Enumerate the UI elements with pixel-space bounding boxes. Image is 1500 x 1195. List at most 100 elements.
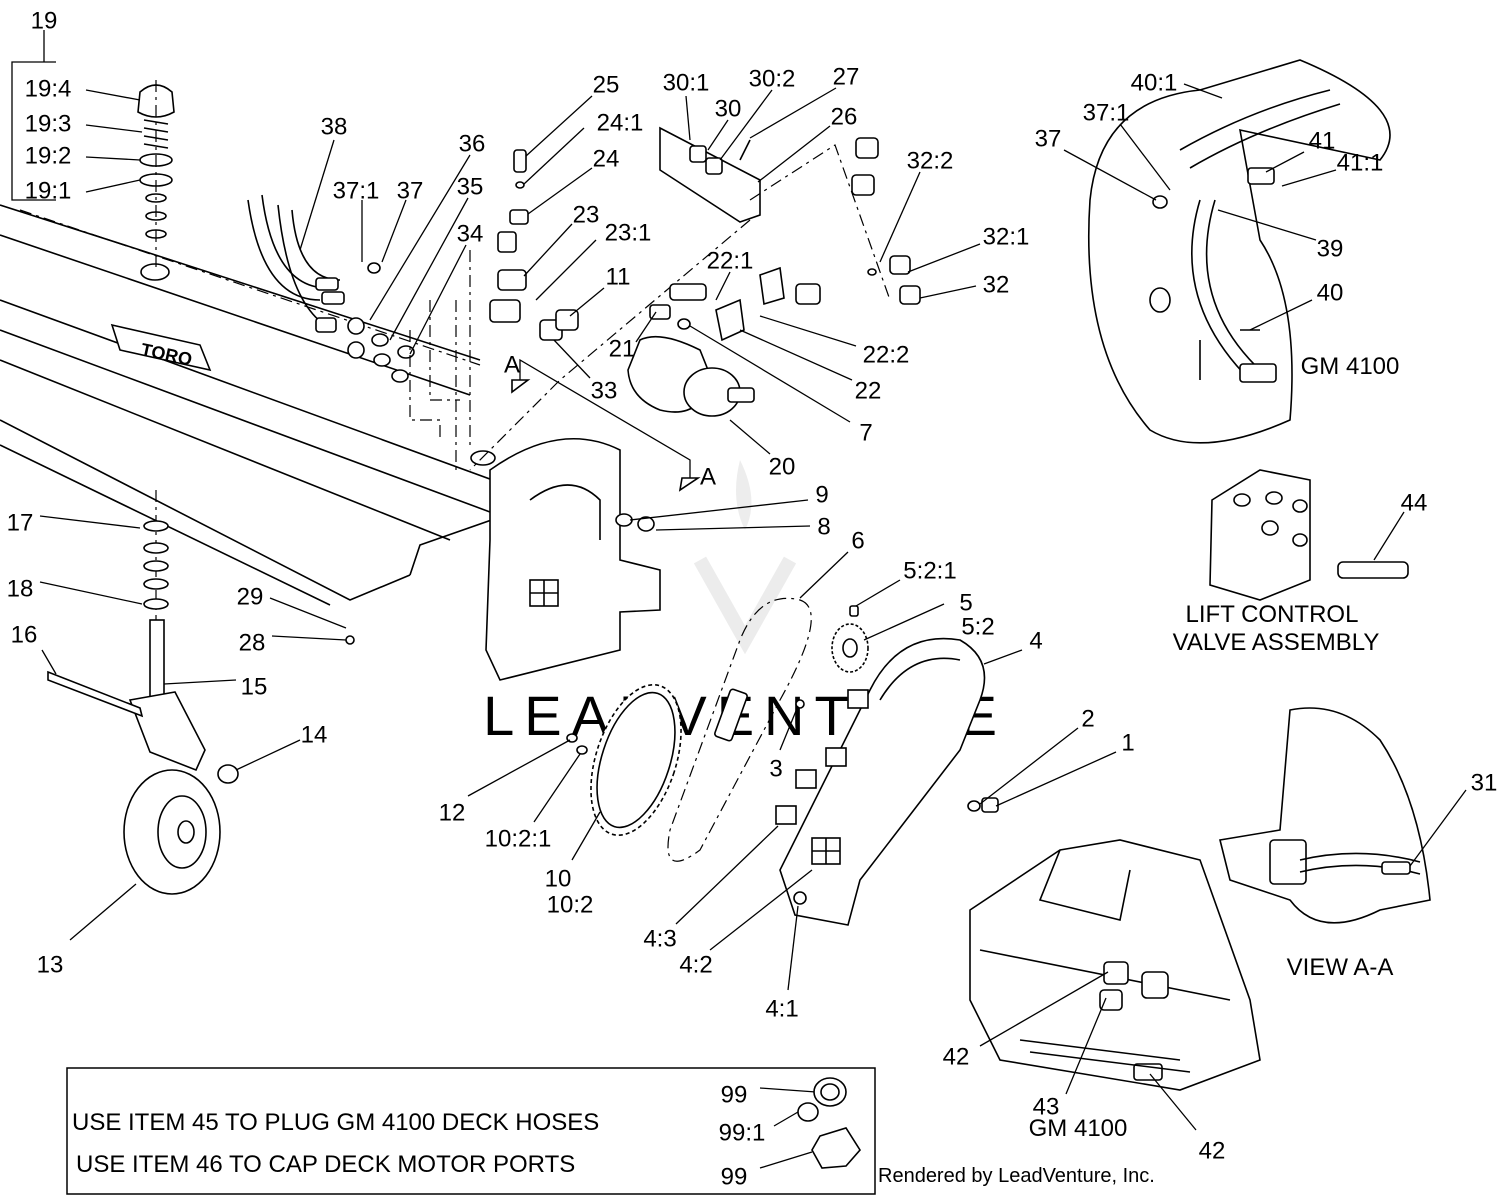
callout-22: 22 (855, 377, 882, 404)
inset-gm4100-hoses: GM 4100 (1087, 59, 1400, 444)
callout-32-1: 32:1 (983, 223, 1030, 250)
callout-10: 10 (545, 865, 572, 892)
callout-A: A (504, 351, 520, 378)
callout-18: 18 (7, 575, 34, 602)
hose-bundle-38 (247, 194, 460, 440)
callout-10-2: 10:2 (547, 891, 594, 918)
callout-29: 29 (237, 583, 264, 610)
callout-20: 20 (769, 453, 796, 480)
callout-1: 1 (1121, 729, 1134, 756)
callout-19-3: 19:3 (25, 110, 72, 137)
callout-38: 38 (321, 113, 348, 140)
chain-housing-plate (485, 437, 661, 681)
callout-99: 99 (721, 1163, 748, 1190)
drive-chain-6 (667, 597, 812, 862)
callout-9: 9 (815, 481, 828, 508)
callout-15: 15 (241, 673, 268, 700)
callout-3: 3 (769, 755, 782, 782)
callout-43: 43 (1033, 1093, 1060, 1120)
callout-41-1: 41:1 (1337, 149, 1384, 176)
callout-26: 26 (831, 103, 858, 130)
callout-22-1: 22:1 (707, 247, 754, 274)
callout-35: 35 (457, 173, 484, 200)
callout-24-1: 24:1 (597, 109, 644, 136)
callout-42: 42 (1199, 1137, 1226, 1164)
callout-28: 28 (239, 629, 266, 656)
callout-7: 7 (859, 419, 872, 446)
callout-11: 11 (606, 263, 631, 290)
callout-10-2-1: 10:2:1 (485, 825, 552, 852)
callout-5-2: 5:2 (961, 613, 994, 640)
callout-13: 13 (37, 951, 64, 978)
callout-24: 24 (593, 145, 620, 172)
inset-gm4100-bottom: GM 4100 (969, 839, 1261, 1142)
callout-31: 31 (1471, 769, 1498, 796)
leader-lines (39, 83, 1467, 1169)
section-arrows (511, 358, 701, 492)
callout-14: 14 (301, 721, 328, 748)
callout-99-1: 99:1 (719, 1119, 766, 1146)
callout-34: 34 (457, 220, 484, 247)
callout-44: 44 (1401, 489, 1428, 516)
callout-32-2: 32:2 (907, 147, 954, 174)
callout-4-1: 4:1 (765, 995, 798, 1022)
callout-22-2: 22:2 (863, 341, 910, 368)
callout-30-1: 30:1 (663, 69, 710, 96)
callout-39: 39 (1317, 235, 1344, 262)
callout-36: 36 (459, 130, 486, 157)
deck-housing: TORO (0, 204, 521, 606)
notes-box: USE ITEM 45 TO PLUG GM 4100 DECK HOSES U… (66, 1067, 876, 1195)
hydraulic-motor-20 (627, 266, 821, 417)
callout-27: 27 (833, 63, 860, 90)
callout-37-1: 37:1 (333, 177, 380, 204)
callout-19-2: 19:2 (25, 142, 72, 169)
callout-37: 37 (1035, 125, 1062, 152)
caster-assembly (47, 490, 355, 895)
fittings-23-25 (455, 149, 579, 470)
callout-4-3: 4:3 (643, 925, 676, 952)
valve-block-26 (469, 126, 891, 471)
callout-21: 21 (609, 335, 636, 362)
callout-19-4: 19:4 (25, 75, 72, 102)
callout-4: 4 (1029, 627, 1042, 654)
callout-32: 32 (983, 271, 1010, 298)
callout-8: 8 (817, 513, 830, 540)
callout-99: 99 (721, 1081, 748, 1108)
gm4100-top-caption: GM 4100 (1301, 353, 1400, 380)
item-19-bracket (11, 30, 56, 201)
callout-41: 41 (1309, 127, 1336, 154)
callout-2: 2 (1081, 705, 1094, 732)
inset-view-aa: VIEW A-A (1219, 707, 1431, 981)
callout-19: 19 (31, 7, 58, 34)
callout-5: 5 (959, 589, 972, 616)
callout-37: 37 (397, 177, 424, 204)
lift-control-valve: LIFT CONTROL VALVE ASSEMBLY (1173, 469, 1409, 656)
callout-30-2: 30:2 (749, 65, 796, 92)
callout-25: 25 (593, 71, 620, 98)
note-line-2: USE ITEM 46 TO CAP DECK MOTOR PORTS (76, 1151, 575, 1178)
callout-17: 17 (7, 509, 34, 536)
chain-cover-4 (775, 637, 999, 926)
gm4100-bottom-caption: GM 4100 (1029, 1115, 1128, 1142)
callout-37-1: 37:1 (1083, 99, 1130, 126)
callout-23-1: 23:1 (605, 219, 652, 246)
callout-5-2-1: 5:2:1 (903, 557, 956, 584)
callout-12: 12 (439, 799, 466, 826)
rendered-credit: Rendered by LeadVenture, Inc. (878, 1165, 1155, 1187)
callout-4-2: 4:2 (679, 951, 712, 978)
callout-19-1: 19:1 (25, 177, 72, 204)
small-sprocket-5 (831, 605, 869, 673)
view-aa-caption: VIEW A-A (1287, 954, 1394, 981)
lift-caption-line2: VALVE ASSEMBLY (1173, 629, 1380, 656)
callout-40-1: 40:1 (1131, 69, 1178, 96)
large-sprocket-10 (566, 683, 682, 837)
callout-A: A (700, 463, 716, 490)
callout-6: 6 (851, 527, 864, 554)
note-line-1: USE ITEM 45 TO PLUG GM 4100 DECK HOSES (72, 1109, 599, 1136)
item-19-assembly (137, 80, 175, 270)
callout-33: 33 (591, 377, 618, 404)
callout-40: 40 (1317, 279, 1344, 306)
fittings-32 (867, 255, 921, 305)
